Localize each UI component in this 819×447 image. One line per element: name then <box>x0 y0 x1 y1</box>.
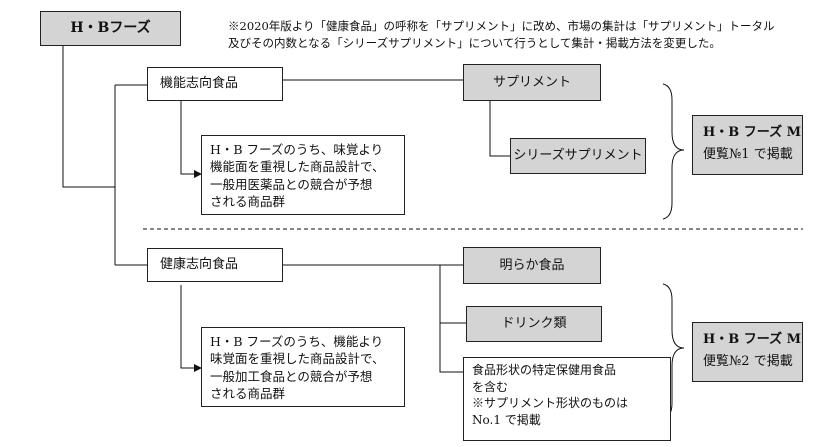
title-text: H・Bフーズ <box>70 20 151 37</box>
supplement-box: サプリメント <box>463 64 601 101</box>
arrow-functional-desc <box>180 101 202 178</box>
guide-1-title: H・B フーズ M <box>703 125 802 140</box>
functional-desc-line-4: される商品群 <box>210 193 286 209</box>
series-supplement-label: シリーズサプリメント <box>513 148 643 164</box>
functional-desc-line-1: H・B フーズのうち、味覚より <box>210 142 384 157</box>
tokuho-line-3: ※サプリメント形状のものは <box>472 396 629 411</box>
tokuho-line-4: No.1 で掲載 <box>472 412 541 427</box>
functional-description-box: H・B フーズのうち、味覚より 機能面を重視した商品設計で、 一般用医薬品との競… <box>201 135 405 215</box>
functional-food-label: 機能志向食品 <box>160 76 239 92</box>
series-supplement-box: シリーズサプリメント <box>510 138 646 174</box>
guide-2-volume: 便覧№2 で掲載 <box>703 353 793 369</box>
health-description-box: H・B フーズのうち、機能より 味覚面を重視した商品設計で、 一般加工食品との競… <box>201 327 405 407</box>
title-box: H・Bフーズ <box>40 11 181 46</box>
drink-box: ドリンク類 <box>466 306 602 342</box>
brace-top <box>662 83 685 220</box>
guide-box-2: H・B フーズ M 便覧№2 で掲載 <box>692 322 803 382</box>
health-branch-vertical <box>439 265 463 373</box>
guide-2-title: H・B フーズ M <box>703 332 802 347</box>
functional-food-box: 機能志向食品 <box>147 67 283 101</box>
drink-label: ドリンク類 <box>501 316 567 332</box>
tokuho-line-1: 食品形状の特定保健用食品 <box>472 363 617 377</box>
health-desc-line-3: 一般加工食品との競合が予想 <box>210 368 373 384</box>
supplement-label: サプリメント <box>492 74 571 90</box>
akiraka-food-label: 明らか食品 <box>499 257 565 273</box>
guide-box-1: H・B フーズ M 便覧№1 で掲載 <box>692 115 803 175</box>
functional-desc-line-2: 機能面を重視した商品設計で、 <box>210 159 385 175</box>
health-food-box: 健康志向食品 <box>147 248 283 282</box>
guide-1-volume: 便覧№1 で掲載 <box>703 146 793 162</box>
health-food-label: 健康志向食品 <box>160 257 239 273</box>
health-desc-line-2: 味覚面を重視した商品設計で、 <box>210 351 385 367</box>
health-desc-line-1: H・B フーズのうち、機能より <box>210 334 384 349</box>
tokuho-line-2: を含む <box>472 379 509 394</box>
brace-bottom <box>662 283 685 420</box>
arrow-health-desc <box>180 285 202 372</box>
health-desc-line-4: される商品群 <box>210 385 286 401</box>
link-to-series <box>489 101 510 157</box>
trunk-line <box>62 46 115 188</box>
note-text: ※2020年版より「健康食品」の呼称を「サプリメント」に改め、市場の集計は「サプ… <box>228 19 775 51</box>
akiraka-food-box: 明らか食品 <box>463 247 601 284</box>
tokuho-box: 食品形状の特定保健用食品 を含む ※サプリメント形状のものは No.1 で掲載 <box>463 357 671 441</box>
functional-desc-line-3: 一般用医薬品との競合が予想 <box>210 176 373 192</box>
